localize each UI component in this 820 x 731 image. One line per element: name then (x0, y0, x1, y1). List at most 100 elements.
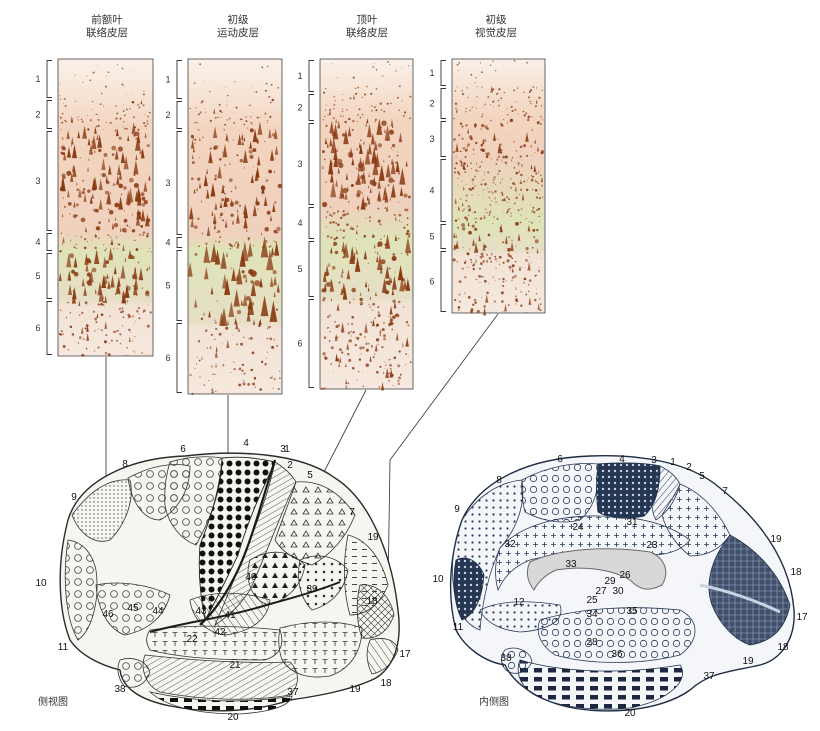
panel-title-line: 运动皮层 (217, 26, 259, 39)
layer-number-label: 2 (297, 103, 302, 113)
medial-area-label: 35 (626, 606, 638, 617)
layer-number-label: 6 (429, 277, 434, 287)
lateral-area-9 (71, 479, 132, 542)
medial-area-label: 6 (557, 454, 563, 465)
layer-number-label: 6 (297, 339, 302, 349)
layer-number-label: 6 (35, 323, 40, 333)
lateral-area-22 (146, 625, 283, 661)
medial-area-label: 31 (626, 517, 638, 528)
layer-number-label: 1 (429, 68, 434, 78)
medial-area-label: 32 (504, 539, 516, 550)
layer-number-label: 4 (165, 238, 170, 248)
lateral-area-label: 44 (152, 606, 164, 617)
panel-title-line: 顶叶 (357, 14, 378, 26)
medial-brain-view (449, 455, 795, 712)
medial-area-label: 20 (624, 708, 636, 719)
medial-area-label: 12 (513, 597, 525, 608)
medial-calcarine (699, 583, 781, 614)
lateral-area-label: 5 (307, 470, 313, 481)
lateral-area-40 (247, 551, 306, 606)
stained-neurons (187, 63, 283, 396)
medial-area-label: 24 (572, 522, 584, 533)
lateral-area-21 (142, 654, 298, 700)
connector-visual (387, 313, 499, 591)
medial-area-label: 36 (611, 649, 623, 660)
medial-area-label: 18 (790, 567, 802, 578)
medial-area-label: 1 (670, 457, 676, 468)
medial-area-label: 9 (454, 504, 460, 515)
medial-area-label: 11 (453, 622, 464, 633)
medial-area-label: 26 (619, 570, 631, 581)
lateral-area-label: 19 (349, 684, 361, 695)
layer-number-label: 5 (35, 271, 40, 281)
medial-area-28-34-35-36 (537, 607, 696, 663)
layer-number-label: 5 (429, 232, 434, 242)
medial-area-label: 3 (651, 455, 657, 466)
lateral-view-caption: 侧视图 (38, 695, 68, 708)
lateral-area-label: 43 (195, 606, 207, 617)
layer-number-label: 3 (165, 178, 170, 188)
medial-area-label: 7 (722, 486, 728, 497)
lateral-area-label: 6 (180, 444, 186, 455)
medial-area-label: 28 (586, 637, 598, 648)
medial-area-20-37 (517, 659, 683, 710)
lateral-area-6 (164, 456, 223, 546)
lateral-area-label: 18 (380, 678, 392, 689)
layer-number-label: 1 (35, 74, 40, 84)
stain-panel (451, 58, 546, 314)
stain-panel (57, 58, 154, 357)
medial-area-10-dark (453, 557, 485, 621)
lateral-area-39 (298, 555, 349, 611)
medial-area-label: 4 (619, 454, 625, 465)
layer-number-label: 3 (35, 176, 40, 186)
layer-number-label: 4 (297, 218, 302, 228)
lateral-area-label: 19 (367, 532, 379, 543)
lateral-area-label: 1 (284, 444, 290, 455)
medial-area-label: 17 (796, 612, 808, 623)
medial-area-label: 18 (777, 642, 789, 653)
medial-area-label: 29 (604, 576, 616, 587)
lateral-area-frontal-pole (64, 539, 98, 641)
lateral-area-label: 3 (280, 444, 286, 455)
panel-title-line: 联络皮层 (346, 26, 388, 39)
lateral-area-label: 4 (243, 438, 249, 449)
layer-number-label: 5 (297, 264, 302, 274)
medial-area-label: 8 (496, 475, 502, 486)
medial-area-label: 34 (586, 609, 598, 620)
layer-number-label: 4 (35, 237, 40, 247)
medial-view-caption: 内侧图 (479, 695, 509, 708)
layer-number-label: 2 (165, 110, 170, 120)
stain-panel (187, 58, 283, 395)
lateral-area-label: 46 (102, 609, 114, 620)
medial-area-label: 2 (686, 462, 692, 473)
layer-brackets: 1 2 3 4 5 6 (35, 60, 52, 355)
layer-number-label: 2 (35, 110, 40, 120)
lateral-area-20-lat (148, 691, 293, 715)
lateral-area-label: 40 (245, 572, 257, 583)
layer-number-label: 1 (165, 75, 170, 85)
medial-corpus-callosum (526, 548, 667, 591)
lateral-brain-view (59, 452, 400, 715)
layer-number-label: 3 (297, 159, 302, 169)
panel-title-line: 联络皮层 (86, 26, 128, 39)
lateral-area-label: 9 (71, 492, 77, 503)
central-sulcus (199, 459, 277, 626)
stained-neurons (320, 61, 412, 391)
layer-number-label: 5 (165, 281, 170, 291)
panel-title-line: 前额叶 (91, 13, 123, 26)
medial-area-label: 25 (586, 595, 598, 606)
medial-area-label: 19 (770, 534, 782, 545)
panel-title-line: 视觉皮层 (475, 26, 517, 39)
lateral-area-label: 42 (214, 627, 226, 638)
medial-area-label: 38 (500, 653, 512, 664)
medial-area-label: 19 (742, 656, 754, 667)
layer-number-label: 3 (429, 134, 434, 144)
lateral-area-label: 20 (227, 712, 239, 723)
lateral-area-label: 37 (287, 687, 299, 698)
lateral-area-38-lat (117, 658, 151, 688)
medial-area-38 (500, 647, 533, 674)
